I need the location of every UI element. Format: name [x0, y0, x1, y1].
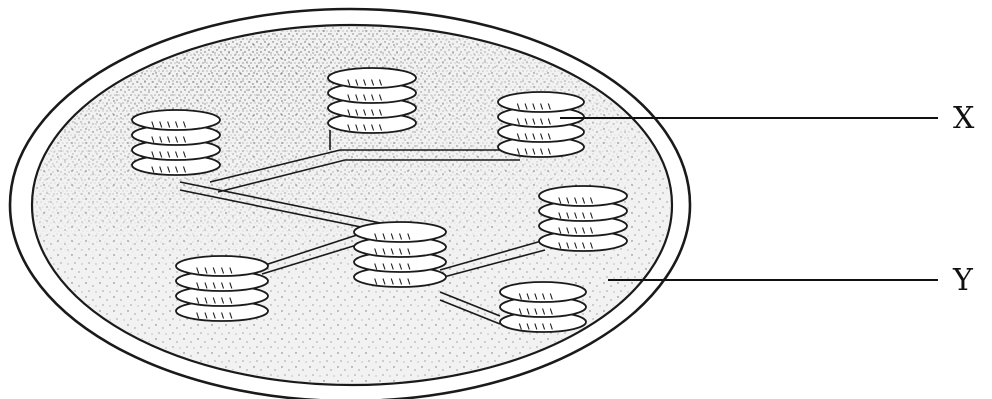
thylakoid-disc [132, 110, 220, 130]
thylakoid-disc [498, 92, 584, 112]
label-y: Y [952, 263, 974, 298]
granum-stack [328, 68, 416, 133]
granum-stack [176, 256, 268, 321]
granum-stack [500, 282, 586, 332]
thylakoid-disc [176, 256, 268, 276]
label-x: X [953, 101, 975, 136]
granum-stack [354, 222, 446, 287]
granum-stack [498, 92, 584, 157]
thylakoid-disc [539, 186, 627, 206]
granum-stack [132, 110, 220, 175]
thylakoid-disc [354, 222, 446, 242]
thylakoid-disc [500, 282, 586, 302]
granum-stack [539, 186, 627, 251]
thylakoid-disc [328, 68, 416, 88]
